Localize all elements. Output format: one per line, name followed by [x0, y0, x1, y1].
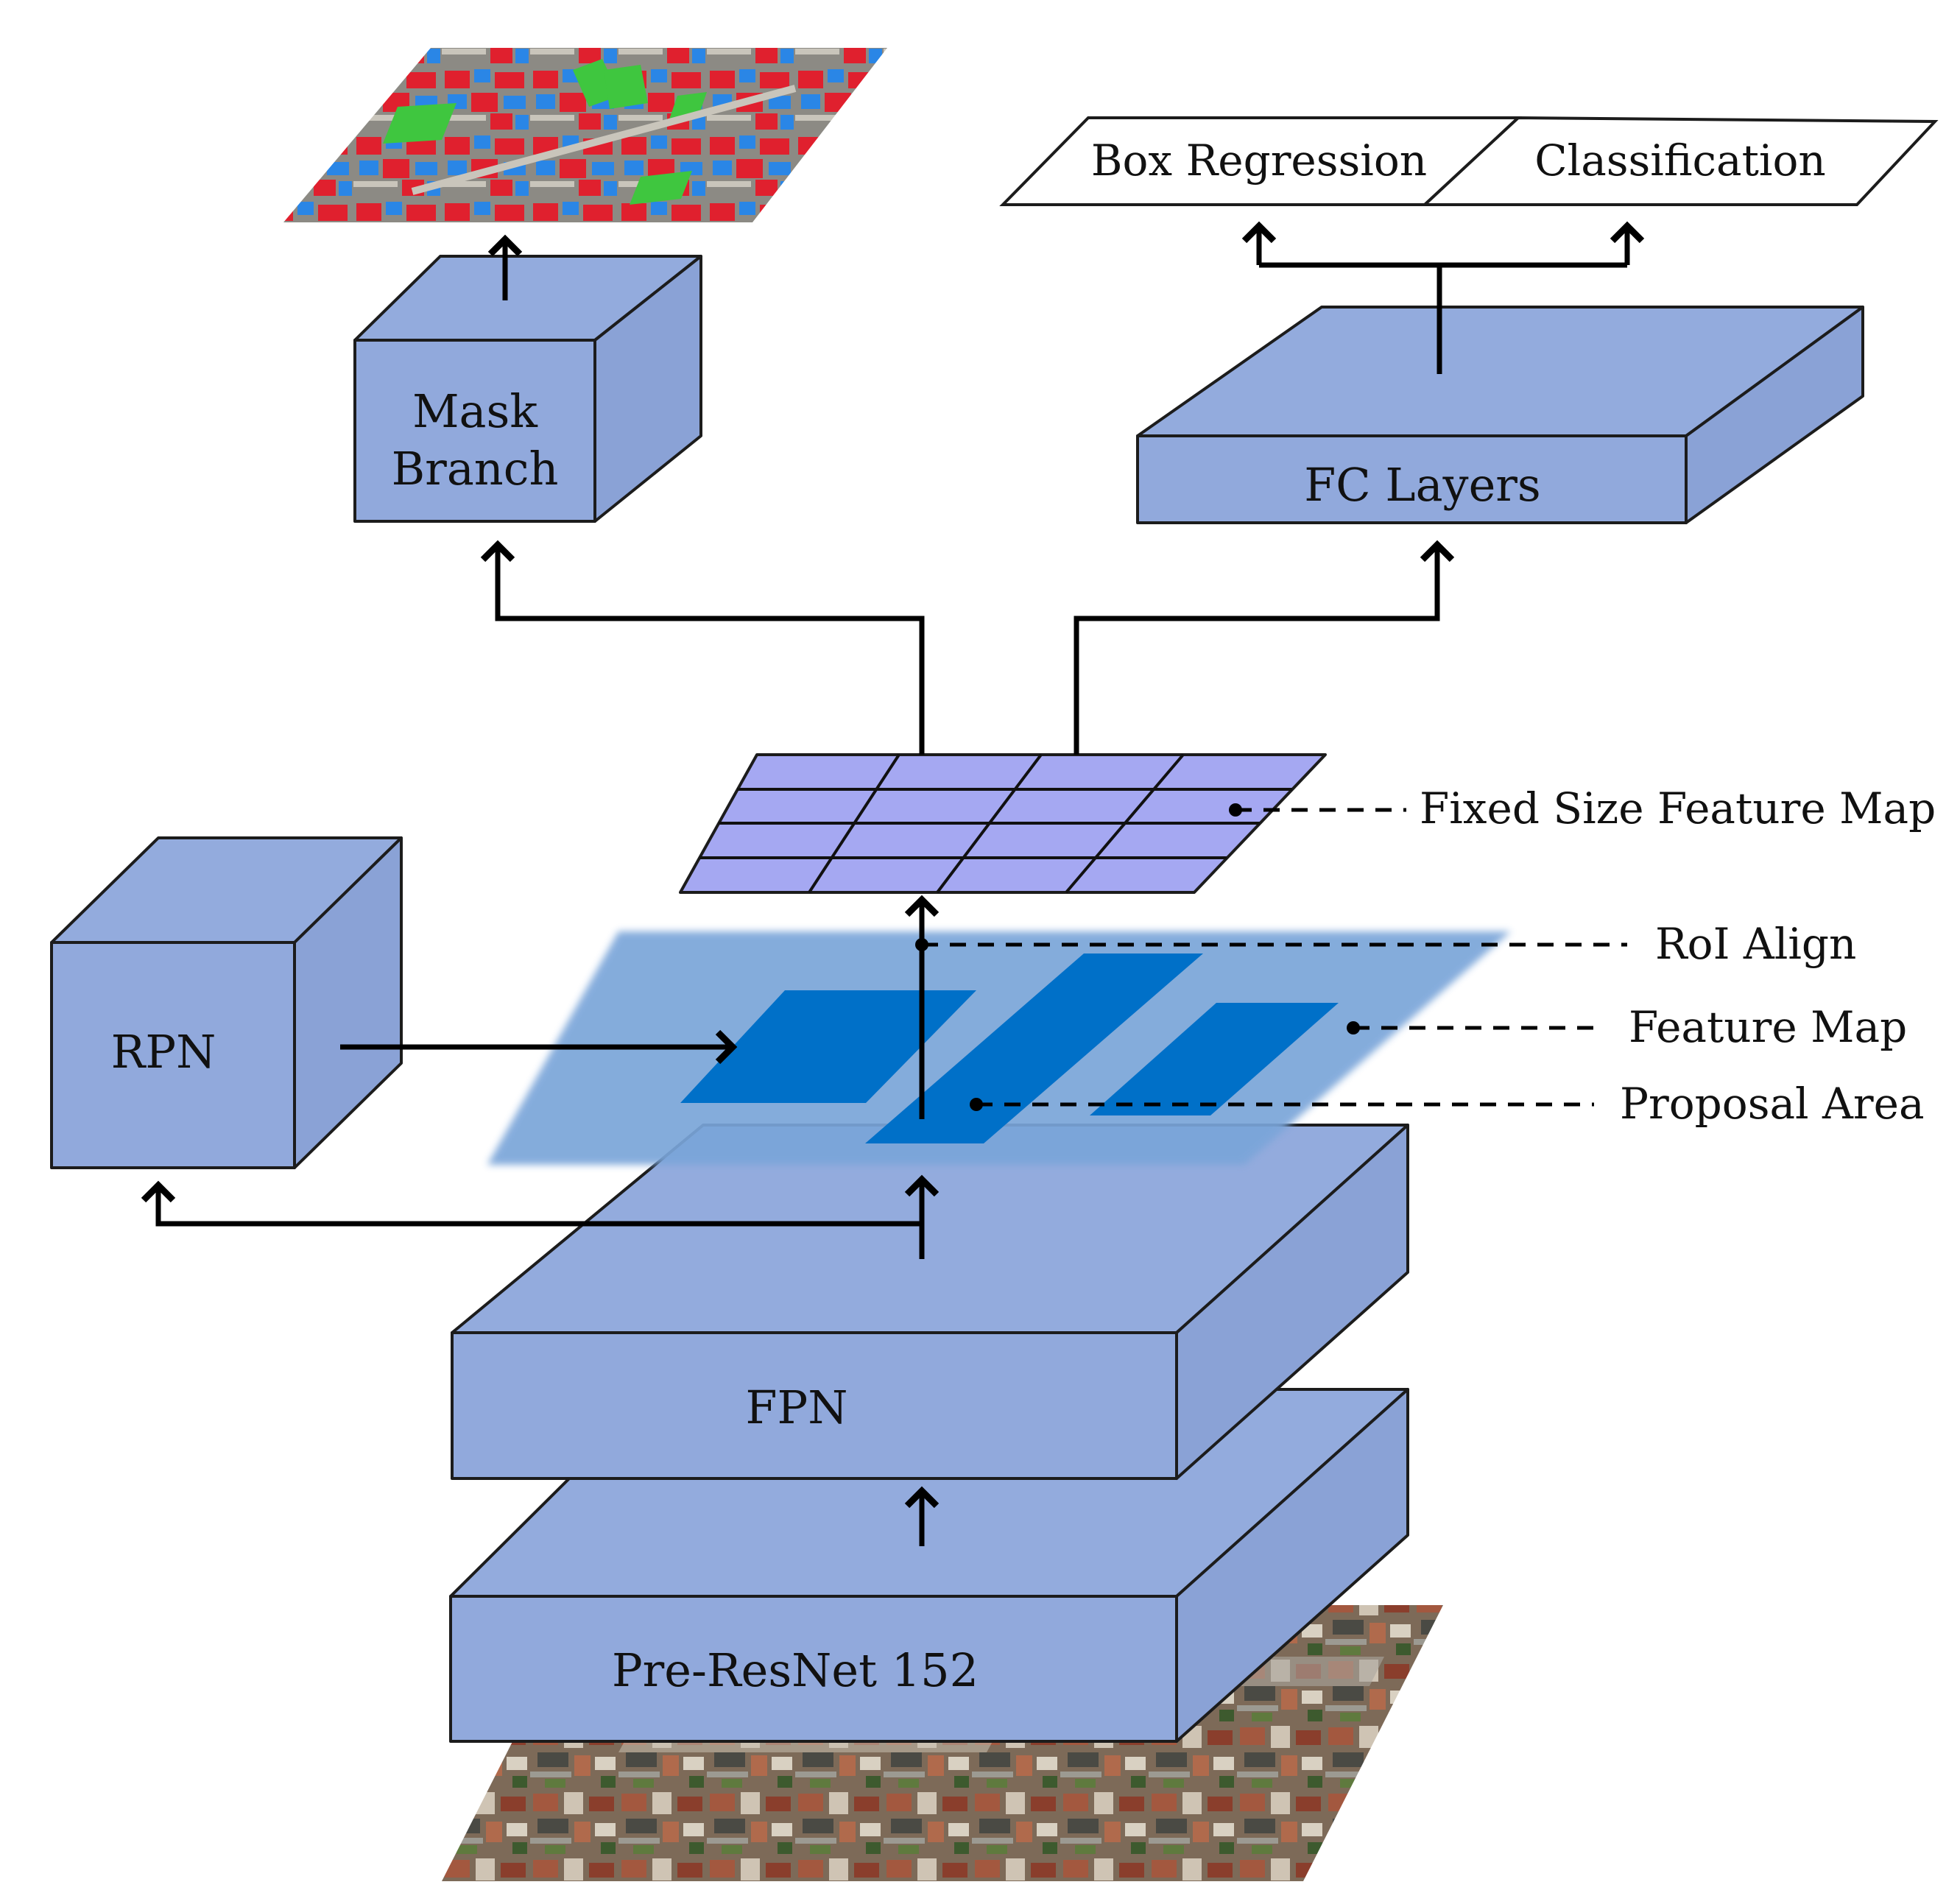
fpn-label: FPN: [746, 1381, 848, 1434]
proposal-areas: [680, 953, 1339, 1143]
segmentation-mask-output: [283, 48, 887, 222]
arrow-up-icon: [904, 1486, 940, 1546]
mask-branch-label-line1: Mask: [412, 384, 537, 438]
feature-map-label: Feature Map: [1629, 1002, 1907, 1052]
proposal-area-label: Proposal Area: [1620, 1079, 1925, 1129]
annotation-roi-align: RoI Align: [915, 919, 1856, 969]
fc-output-arrows: [1241, 221, 1645, 374]
proposal-area-3: [1090, 1003, 1339, 1115]
rpn-label: RPN: [111, 1025, 216, 1079]
annotation-fixed-size-feature-map: Fixed Size Feature Map: [1229, 783, 1936, 833]
box-regression-label: Box Regression: [1091, 135, 1427, 186]
fixed-size-feature-map-grid: [679, 753, 1327, 894]
fixed-size-feature-map-label: Fixed Size Feature Map: [1420, 783, 1936, 833]
arrow-up-icon: [487, 234, 523, 300]
output-box-regression: Box Regression: [999, 116, 1523, 206]
annotation-feature-map: Feature Map: [1347, 1002, 1907, 1052]
annotation-proposal-area: Proposal Area: [970, 1079, 1925, 1129]
roi-align-label: RoI Align: [1655, 919, 1856, 969]
proposal-area-2: [865, 953, 1203, 1143]
output-classification: Classification: [1420, 116, 1939, 206]
pre-resnet-label: Pre-ResNet 152: [612, 1643, 979, 1697]
fc-layers-block: FC Layers: [1136, 306, 1864, 524]
fc-layers-label: FC Layers: [1304, 458, 1540, 512]
grid-to-heads-arrows: [480, 540, 1455, 755]
mask-branch-label-line2: Branch: [392, 442, 559, 496]
fpn-output-arrows: [141, 1174, 940, 1259]
arrow-right-icon: [340, 1029, 738, 1065]
fpn-block: FPN: [451, 1124, 1409, 1480]
roi-align-arrow: [904, 895, 940, 1119]
mask-branch-block: Mask Branch: [353, 255, 702, 523]
classification-label: Classification: [1534, 135, 1825, 186]
rpn-block: RPN: [50, 836, 403, 1169]
proposal-area-1: [680, 990, 976, 1103]
